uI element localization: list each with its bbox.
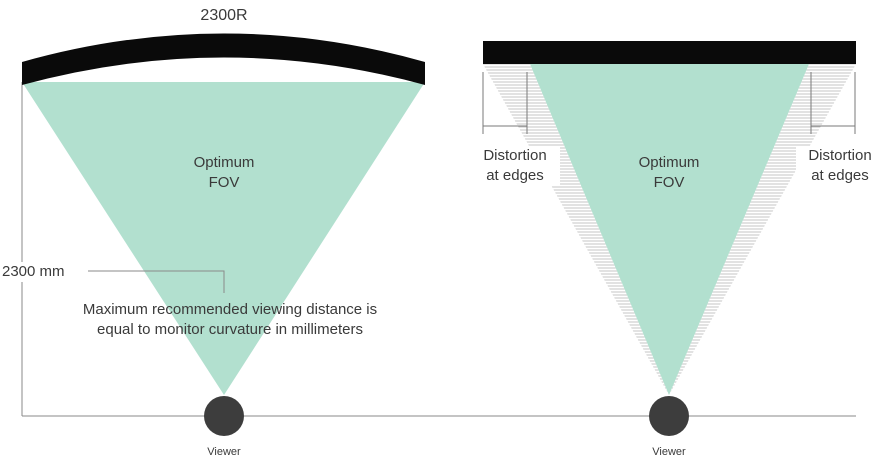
right-distortion-line1: Distortion [808, 147, 872, 164]
right-distortion-label: Distortion at edges [796, 146, 884, 186]
distance-label: 2300 mm [2, 262, 68, 282]
left-distortion-label: Distortion at edges [470, 146, 560, 186]
left-fov-label-line1: Optimum [193, 154, 255, 171]
flat-monitor [483, 41, 856, 64]
note-line2: equal to monitor curvature in millimeter… [97, 321, 363, 338]
curvature-label: 2300R [200, 7, 248, 24]
left-fov-cone [22, 82, 425, 395]
right-fov-cone [530, 64, 809, 395]
distance-leader-line [88, 270, 225, 293]
right-distortion-bracket [810, 72, 856, 134]
left-fov-label-line2: FOV [208, 174, 240, 191]
left-viewer-icon [204, 396, 244, 436]
left-fov-label: Optimum FOV [174, 153, 274, 193]
right-fov-label-line1: Optimum [638, 154, 700, 171]
curved-monitor [22, 33, 425, 85]
note-line1: Maximum recommended viewing distance is [82, 301, 378, 318]
left-distortion-line2: at edges [486, 167, 544, 184]
left-distortion-line1: Distortion [483, 147, 547, 164]
left-viewer-label: Viewer [207, 446, 241, 458]
viewing-distance-note: Maximum recommended viewing distance is … [60, 300, 400, 340]
right-distortion-line2: at edges [811, 167, 869, 184]
right-fov-label: Optimum FOV [619, 153, 719, 193]
right-viewer-label: Viewer [652, 446, 686, 458]
left-distortion-bracket [482, 72, 528, 134]
right-fov-label-line2: FOV [653, 174, 685, 191]
right-viewer-icon [649, 396, 689, 436]
